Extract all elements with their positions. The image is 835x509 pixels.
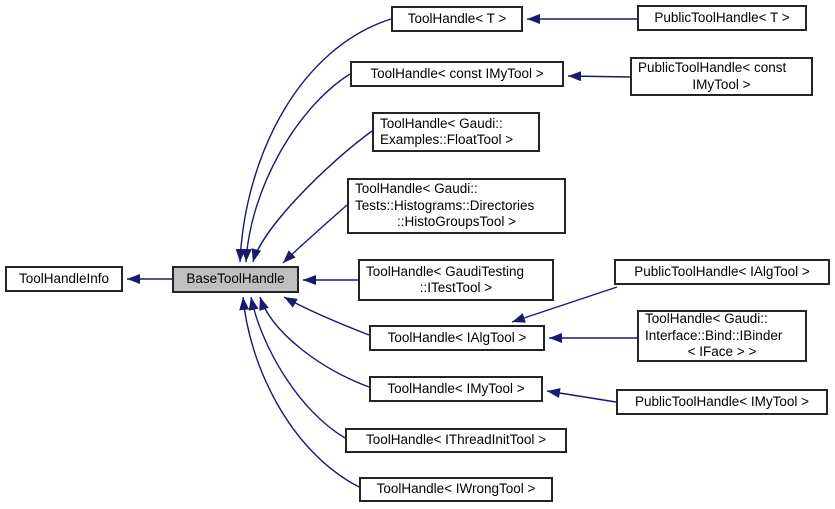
node-toolhandle-gaudi-examples-floattool[interactable]: ToolHandle< Gaudi:: Examples::FloatTool … <box>372 112 540 152</box>
node-label-line: Interface::Bind::IBinder <box>645 327 783 343</box>
node-label-line: PublicToolHandle< const <box>638 60 787 75</box>
node-label: ToolHandle< IAlgTool > <box>387 329 527 345</box>
edge-toolhandle-ialgtool-to-base <box>283 296 370 336</box>
node-label-line: IMyTool > <box>692 76 751 92</box>
node-publictoolhandle-t[interactable]: PublicToolHandle< T > <box>637 5 807 31</box>
node-label-line: ToolHandle< Gaudi:: <box>645 311 768 327</box>
node-label: ToolHandleInfo <box>18 270 110 286</box>
node-publictoolhandle-imytool[interactable]: PublicToolHandle< IMyTool > <box>616 389 828 415</box>
edge-publictoolhandle-ialgtool-to-toolhandle-ialgtool <box>511 286 618 323</box>
node-label-line: ::ITestTool > <box>419 280 493 295</box>
node-label: ToolHandle< const IMyTool > <box>370 65 544 81</box>
edge-toolhandle-iwrongtool-to-base <box>239 296 360 488</box>
node-label: PublicToolHandle< IAlgTool > <box>634 263 810 279</box>
node-label: ToolHandle< IThreadInitTool > <box>365 432 547 448</box>
node-toolhandle-ibinder[interactable]: ToolHandle< Gaudi:: Interface::Bind::IBi… <box>637 310 807 362</box>
node-label: PublicToolHandle< T > <box>654 9 790 25</box>
node-toolhandle-const-imytool[interactable]: ToolHandle< const IMyTool > <box>350 61 564 87</box>
edge-toolhandle-imytool-to-base <box>259 296 370 388</box>
node-label-line: ToolHandle< Gaudi:: <box>355 181 478 197</box>
node-toolhandleinfo[interactable]: ToolHandleInfo <box>5 266 123 292</box>
node-label-line: ToolHandle< Gaudi:: <box>380 115 503 131</box>
node-toolhandle-ithreadinittool[interactable]: ToolHandle< IThreadInitTool > <box>345 428 567 453</box>
node-label-line: < IFace > > <box>687 344 757 360</box>
edge-toolhandle-histogroups-to-base <box>282 204 348 264</box>
node-toolhandle-t[interactable]: ToolHandle< T > <box>391 6 523 32</box>
edge-toolhandle-t-to-base <box>235 18 392 263</box>
edge-toolhandle-ithreadinittool-to-base <box>248 296 346 439</box>
node-label: ToolHandle< IMyTool > <box>387 380 525 396</box>
node-toolhandle-imytool[interactable]: ToolHandle< IMyTool > <box>369 376 543 402</box>
node-toolhandle-histogroupstool[interactable]: ToolHandle< Gaudi:: Tests::Histograms::D… <box>347 178 566 234</box>
node-label: PublicToolHandle< IMyTool > <box>634 393 810 409</box>
node-toolhandle-iwrongtool[interactable]: ToolHandle< IWrongTool > <box>359 477 553 502</box>
edge-toolhandle-floattool-to-base <box>251 130 373 263</box>
node-label: ToolHandle< T > <box>407 10 507 26</box>
node-label-line: ::HistoGroupsTool > <box>397 214 516 230</box>
node-toolhandle-ialgtool[interactable]: ToolHandle< IAlgTool > <box>369 325 545 351</box>
node-label-line: Tests::Histograms::Directories <box>355 197 535 213</box>
node-basetoolhandle[interactable]: BaseToolHandle <box>172 266 299 293</box>
node-publictoolhandle-ialgtool[interactable]: PublicToolHandle< IAlgTool > <box>614 259 830 285</box>
node-toolhandle-gauditesting-itesttool[interactable]: ToolHandle< GaudiTesting ::ITestTool > <box>358 259 554 301</box>
edge-publictoolhandle-imytool-to-toolhandle-imytool <box>546 388 617 403</box>
edge-publictoolhandle-const-imytool-to-toolhandle-const-imytool <box>567 71 631 82</box>
edge-toolhandle-const-imytool-to-base <box>241 73 351 263</box>
node-label-line: Examples::FloatTool > <box>380 132 514 147</box>
node-label: ToolHandle< IWrongTool > <box>376 481 536 497</box>
node-publictoolhandle-const-imytool[interactable]: PublicToolHandle< const IMyTool > <box>630 57 813 96</box>
node-label-line: ToolHandle< GaudiTesting <box>366 263 524 279</box>
node-label: BaseToolHandle <box>186 271 285 287</box>
